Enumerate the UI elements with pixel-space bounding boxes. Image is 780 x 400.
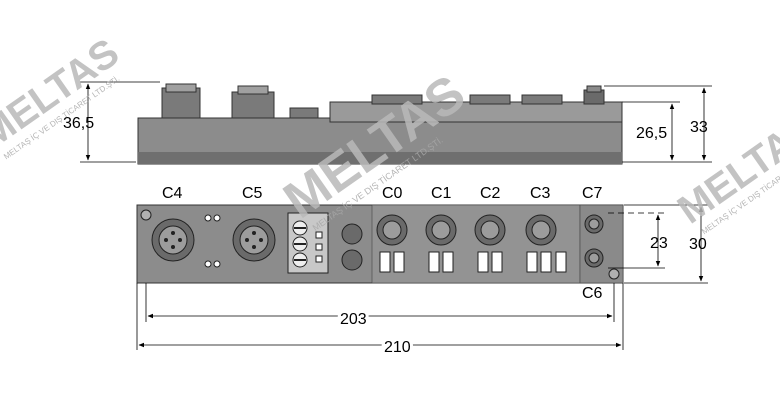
status-led-icon (315, 231, 323, 239)
led-window-icon (526, 251, 538, 273)
top-view: C4 C5 C0 C1 C2 C3 C7 C6 23 30 203 210 (136, 185, 708, 359)
label-c1: C1 (431, 185, 452, 202)
connector-c0-inner (382, 220, 402, 240)
pin-icon (178, 238, 182, 242)
pin-icon (252, 231, 256, 235)
side-connector-c5 (231, 91, 275, 119)
led-icon (204, 260, 212, 268)
connector-c1-inner (431, 220, 451, 240)
pin-icon (171, 231, 175, 235)
led-window-icon (540, 251, 552, 273)
connector-c1 (425, 214, 457, 273)
label-c6: C6 (582, 285, 603, 302)
pin-icon (245, 238, 249, 242)
dim-label-30: 30 (689, 236, 707, 253)
side-connector-c5-thread (237, 85, 269, 95)
connector-c7-inner (588, 218, 600, 230)
connector-c2-inner (480, 220, 500, 240)
side-m8-connector (371, 94, 423, 105)
side-connector-c4-thread (165, 83, 197, 93)
led-window-icon (393, 251, 405, 273)
pin-icon (252, 245, 256, 249)
status-led-icon (315, 255, 323, 263)
connector-c3-inner (531, 220, 551, 240)
led-icon (204, 214, 212, 222)
dim-label-26-5: 26,5 (636, 125, 667, 142)
led-window-icon (379, 251, 391, 273)
led-window-icon (442, 251, 454, 273)
mount-hole-icon (608, 268, 620, 280)
watermark-left: MELTAS MELTAŞ İÇ VE DIŞ TİCARET LTD.ŞTİ. (0, 30, 127, 161)
side-view: 36,5 26,5 33 (63, 81, 712, 165)
side-body-shade (138, 152, 622, 164)
side-bump (289, 107, 319, 119)
dim-label-23: 23 (650, 235, 668, 252)
led-icon (213, 260, 221, 268)
side-m8-connector (469, 94, 511, 105)
label-c2: C2 (480, 185, 501, 202)
side-c7-connector-top (586, 85, 602, 93)
dim-label-36-5: 36,5 (63, 115, 94, 132)
pin-icon (259, 238, 263, 242)
dim-label-203: 203 (340, 311, 367, 328)
led-window-icon (428, 251, 440, 273)
label-c7: C7 (582, 185, 603, 202)
label-c0: C0 (382, 185, 403, 202)
connector-c6-inner (588, 252, 600, 264)
watermark-brand: MELTAS (0, 30, 127, 157)
cover-cap-icon (341, 249, 363, 271)
connector-c4-inner (158, 225, 188, 255)
led-window-icon (477, 251, 489, 273)
watermark-right: MELTAS MELTAŞ İÇ VE DIŞ TİCARET LTD.ŞTİ. (670, 105, 780, 236)
pin-icon (164, 238, 168, 242)
led-window-icon (555, 251, 567, 273)
connector-c0 (376, 214, 408, 273)
status-led-icon (315, 243, 323, 251)
connector-c5-inner (239, 225, 269, 255)
dim-label-33: 33 (690, 119, 708, 136)
pin-icon (171, 245, 175, 249)
led-icon (213, 214, 221, 222)
mount-hole-icon (140, 209, 152, 221)
label-c4: C4 (162, 185, 183, 202)
led-window-icon (491, 251, 503, 273)
dim-label-210: 210 (384, 339, 411, 356)
connector-c3 (525, 214, 567, 273)
side-m8-connector (521, 94, 563, 105)
label-c3: C3 (530, 185, 551, 202)
connector-c2 (474, 214, 506, 273)
cover-cap-icon (341, 223, 363, 245)
label-c5: C5 (242, 185, 263, 202)
